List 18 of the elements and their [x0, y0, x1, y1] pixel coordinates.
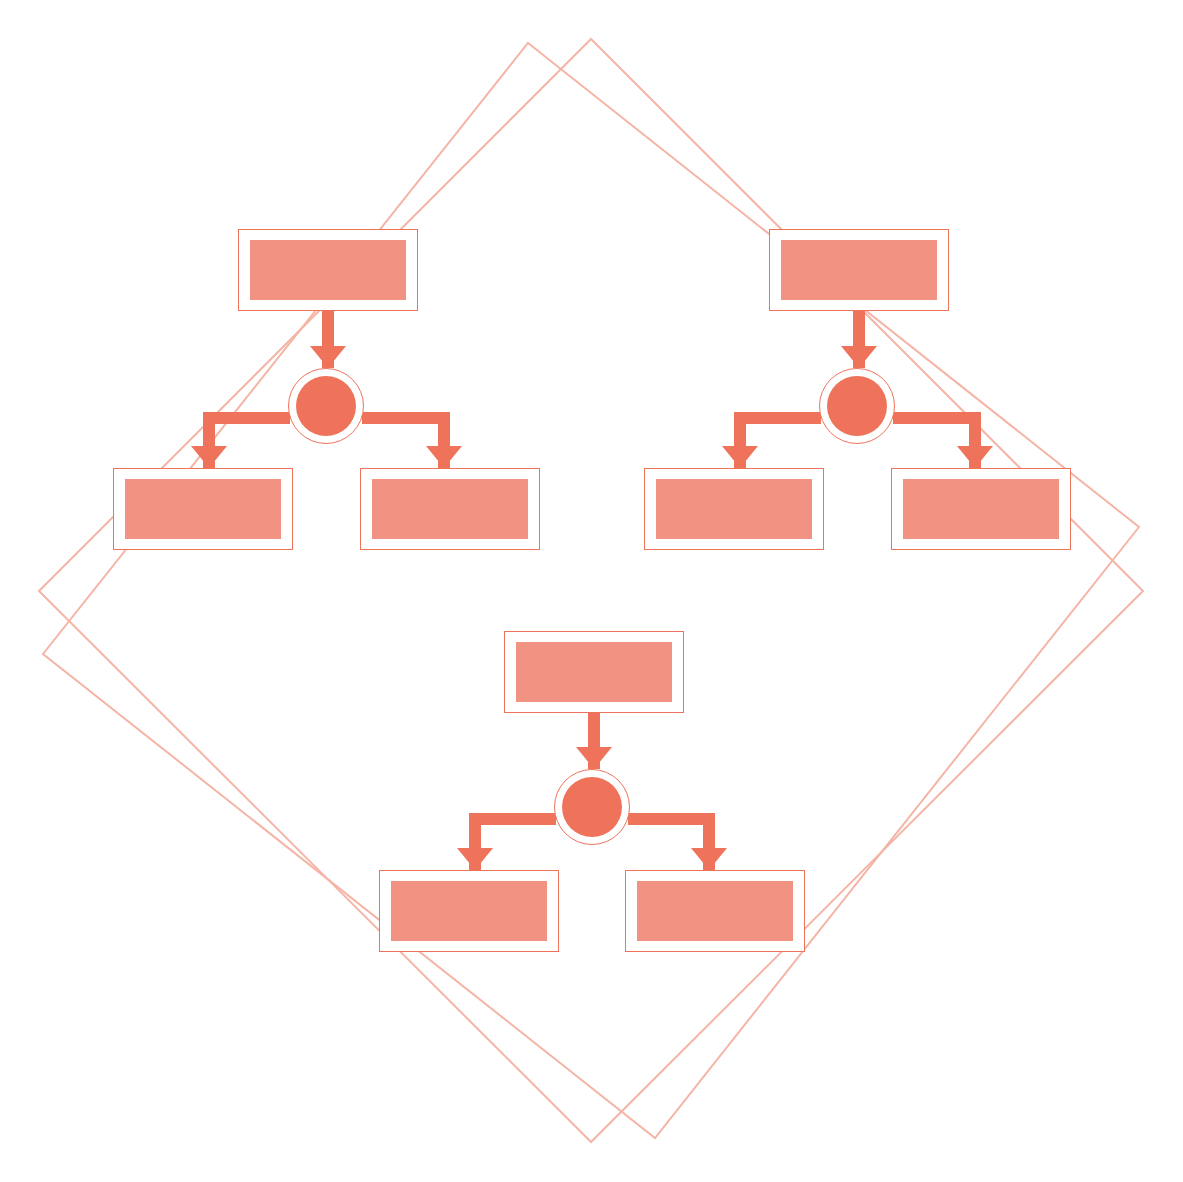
arrow [362, 412, 462, 468]
empty-box [113, 468, 293, 550]
arrow [893, 412, 993, 468]
arrow [576, 713, 612, 769]
arrow [841, 311, 877, 368]
empty-box [769, 229, 949, 311]
arrow [457, 813, 556, 870]
empty-box [238, 229, 418, 311]
empty-box [360, 468, 540, 550]
empty-box [891, 468, 1071, 550]
empty-box [379, 870, 559, 952]
empty-box [504, 631, 684, 713]
arrow [310, 311, 346, 368]
arrow [722, 412, 821, 468]
arrow [191, 412, 290, 468]
empty-box [644, 468, 824, 550]
empty-box [625, 870, 805, 952]
arrow [628, 813, 727, 870]
